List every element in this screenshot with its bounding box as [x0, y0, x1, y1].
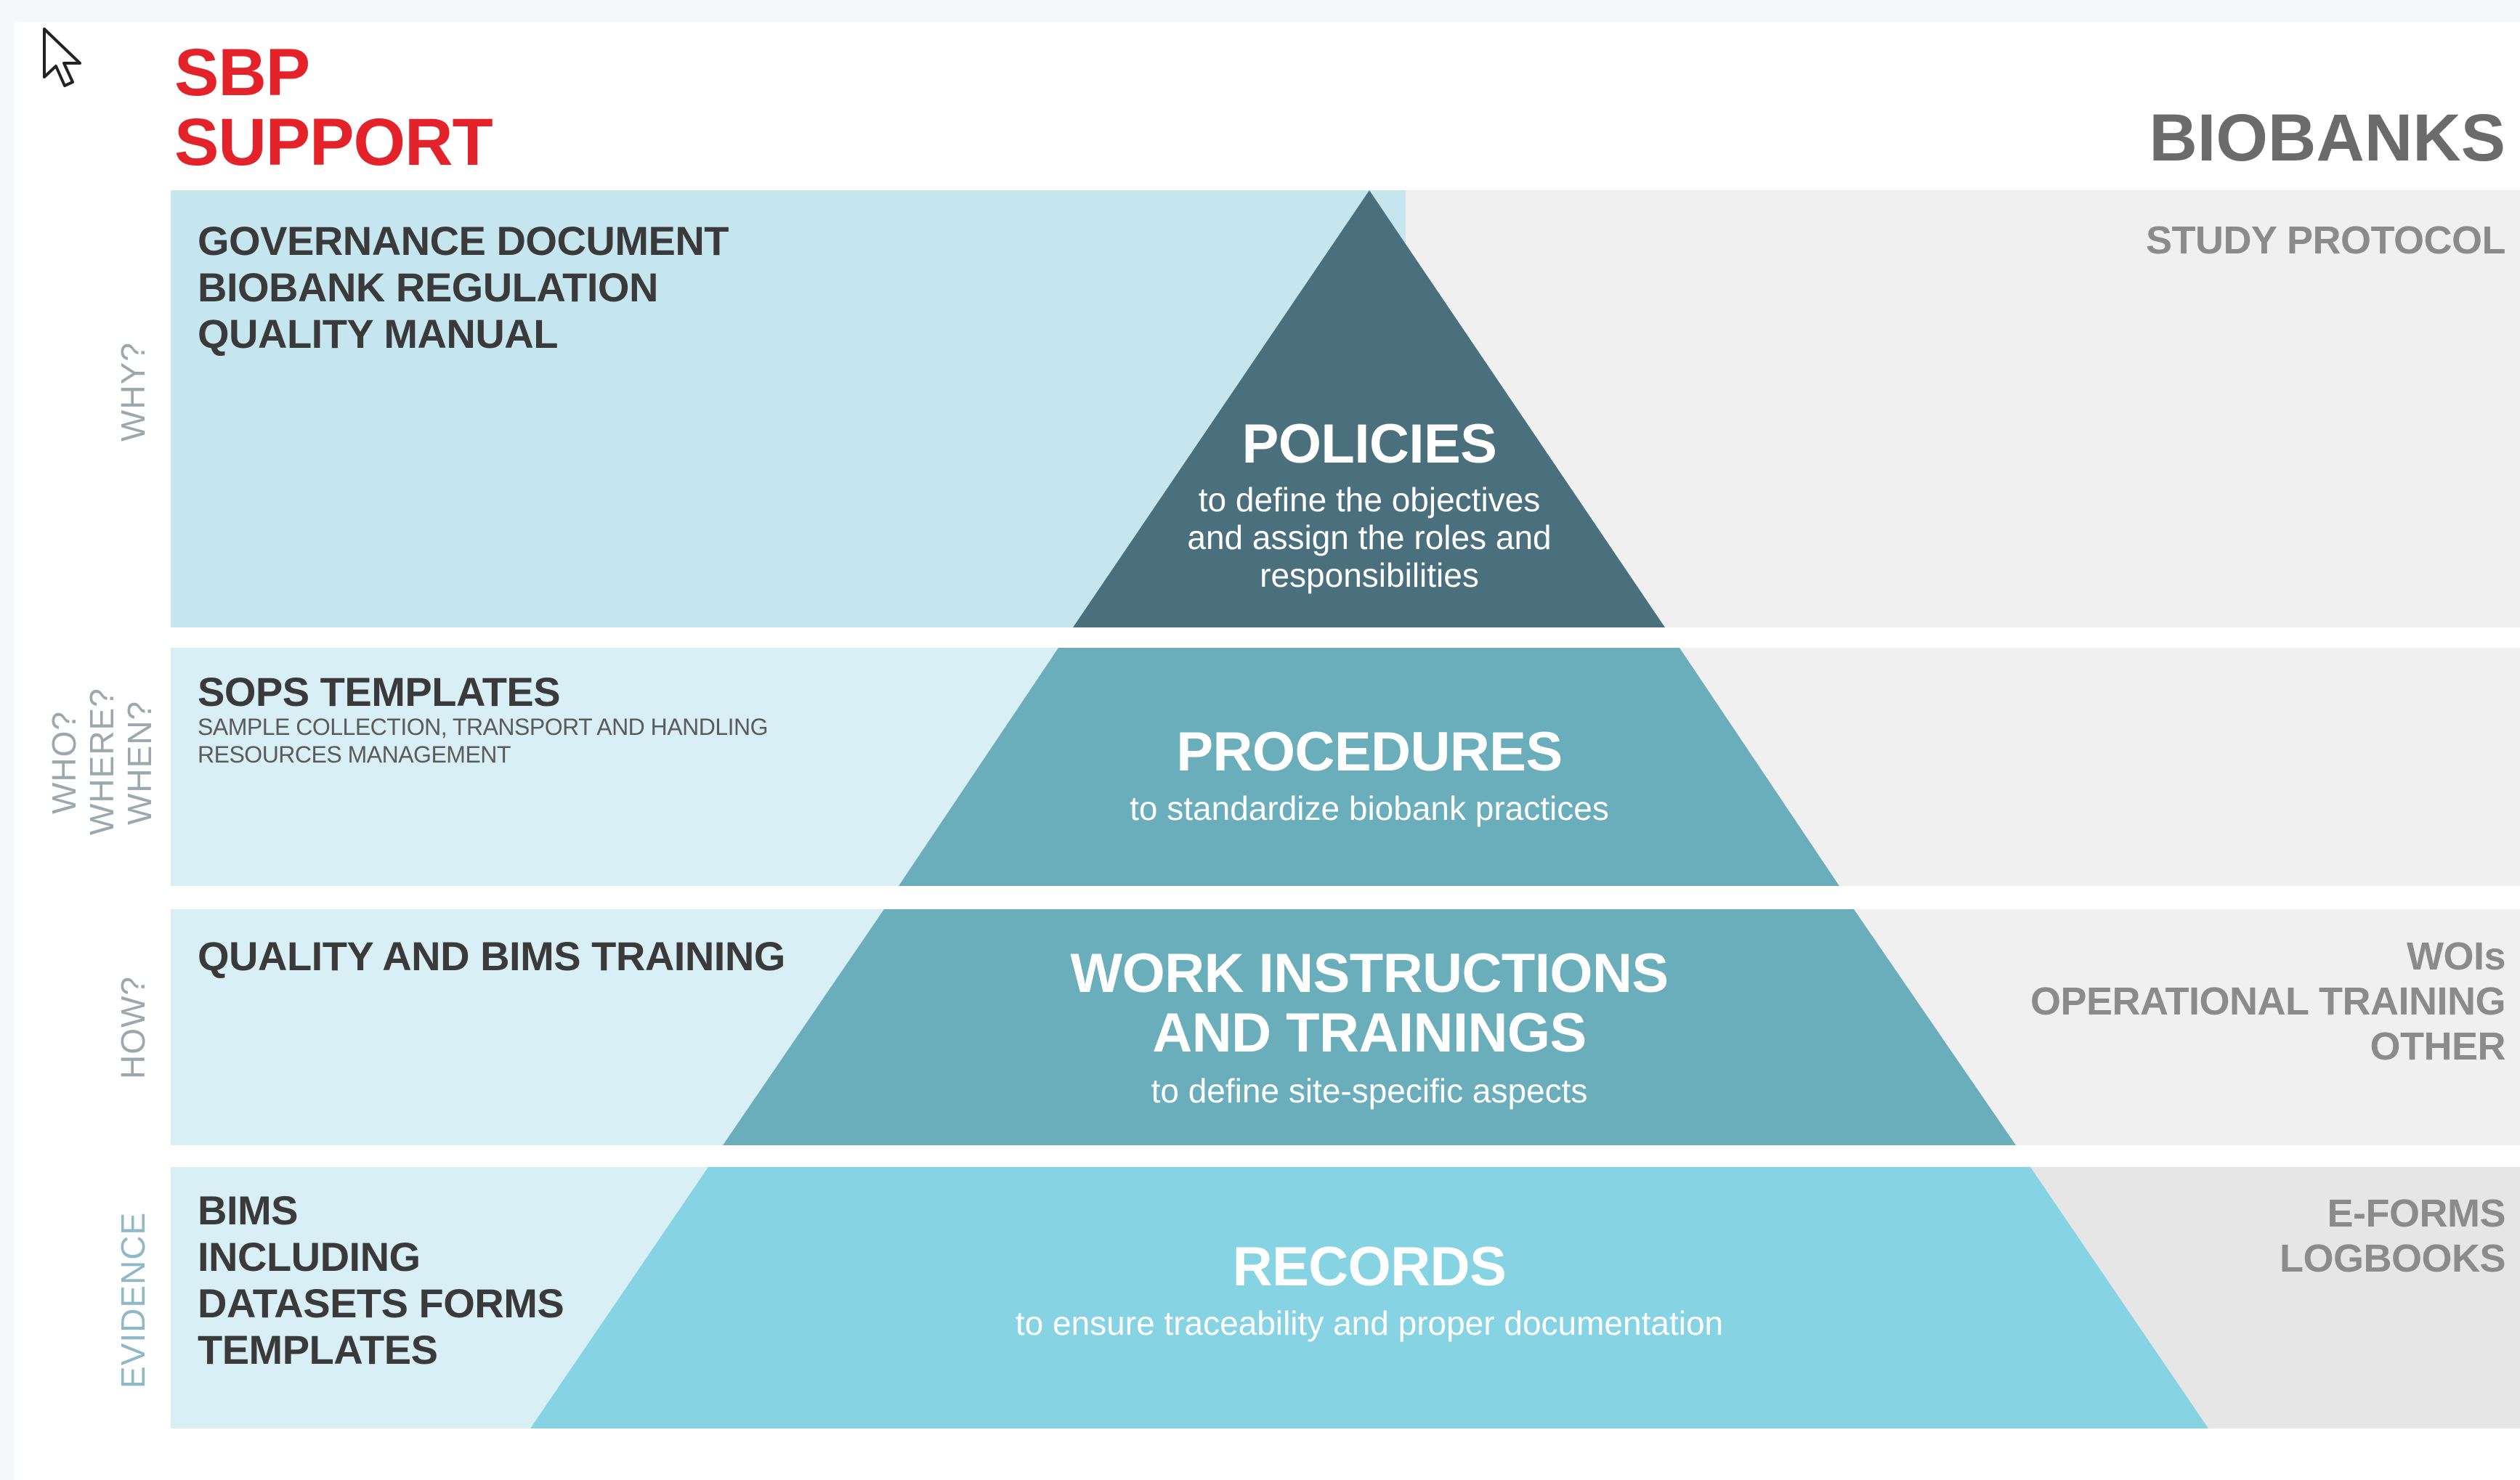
evidence-label: EVIDENCE [114, 1211, 152, 1388]
list-item: E-FORMS [2327, 1192, 2506, 1235]
list-item: DATASETS FORMS [198, 1280, 564, 1326]
list-item: OTHER [2370, 1025, 2506, 1068]
instructions-right-list: WOIs OPERATIONAL TRAINING OTHER [2030, 934, 2506, 1069]
list-item: LOGBOOKS [2279, 1237, 2506, 1280]
records-left-list: BIMS INCLUDING DATASETS FORMS TEMPLATES [198, 1187, 564, 1373]
sbp-support-title: SBP SUPPORT [174, 38, 493, 177]
list-item: RESOURCES MANAGEMENT [198, 741, 511, 768]
instructions-title: WORK INSTRUCTIONS AND TRAININGS [933, 944, 1805, 1063]
policies-layer [1073, 190, 1665, 627]
list-item: BIOBANK REGULATION [198, 264, 658, 310]
list-item: WOIs [2406, 935, 2506, 978]
description-line: to define the objectives [1198, 481, 1541, 519]
instructions-description: to define site-specific aspects [1151, 1072, 1588, 1110]
who-where-when-label: WHO? WHERE? WHEN? [45, 688, 158, 835]
sbp-title-line2: SUPPORT [174, 105, 493, 179]
list-item: SAMPLE COLLECTION, TRANSPORT AND HANDLIN… [198, 714, 769, 740]
list-item: TEMPLATES [198, 1327, 438, 1373]
procedures-title: PROCEDURES [1176, 721, 1563, 783]
records-right-list: E-FORMS LOGBOOKS [2279, 1191, 2506, 1281]
biobanks-title: BIOBANKS [2149, 101, 2505, 175]
title-line: WORK INSTRUCTIONS [1070, 943, 1669, 1004]
sbp-title-line1: SBP [174, 36, 310, 110]
description-line: and assign the roles and [1187, 519, 1552, 556]
sops-templates-title: SOPS TEMPLATES [198, 669, 561, 715]
list-item: QUALITY MANUAL [198, 311, 558, 357]
records-title: RECORDS [1232, 1236, 1507, 1298]
policies-title: POLICIES [1241, 413, 1497, 475]
study-protocol: STUDY PROTOCOL [2145, 219, 2506, 262]
sops-templates-subtitle: SAMPLE COLLECTION, TRANSPORT AND HANDLIN… [198, 713, 769, 768]
how-label: HOW? [114, 976, 152, 1079]
instructions-layer [723, 909, 2016, 1145]
list-item: INCLUDING [198, 1234, 421, 1280]
procedures-layer [899, 648, 1839, 886]
why-label: WHY? [114, 342, 152, 442]
list-item: GOVERNANCE DOCUMENT [198, 218, 729, 264]
list-item: BIMS [198, 1187, 299, 1233]
procedures-description: to standardize biobank practices [1130, 789, 1609, 827]
description-line: responsibilities [1260, 556, 1479, 594]
list-item: OPERATIONAL TRAINING [2030, 980, 2506, 1023]
records-layer [530, 1167, 2208, 1428]
mouse-pointer-icon [40, 26, 91, 95]
quality-bims-training: QUALITY AND BIMS TRAINING [198, 933, 785, 979]
records-description: to ensure traceability and proper docume… [1015, 1304, 1724, 1342]
policies-description: to define the objectives and assign the … [1115, 481, 1624, 594]
title-line: AND TRAININGS [1152, 1002, 1587, 1064]
policies-left-list: GOVERNANCE DOCUMENT BIOBANK REGULATION Q… [198, 218, 729, 357]
